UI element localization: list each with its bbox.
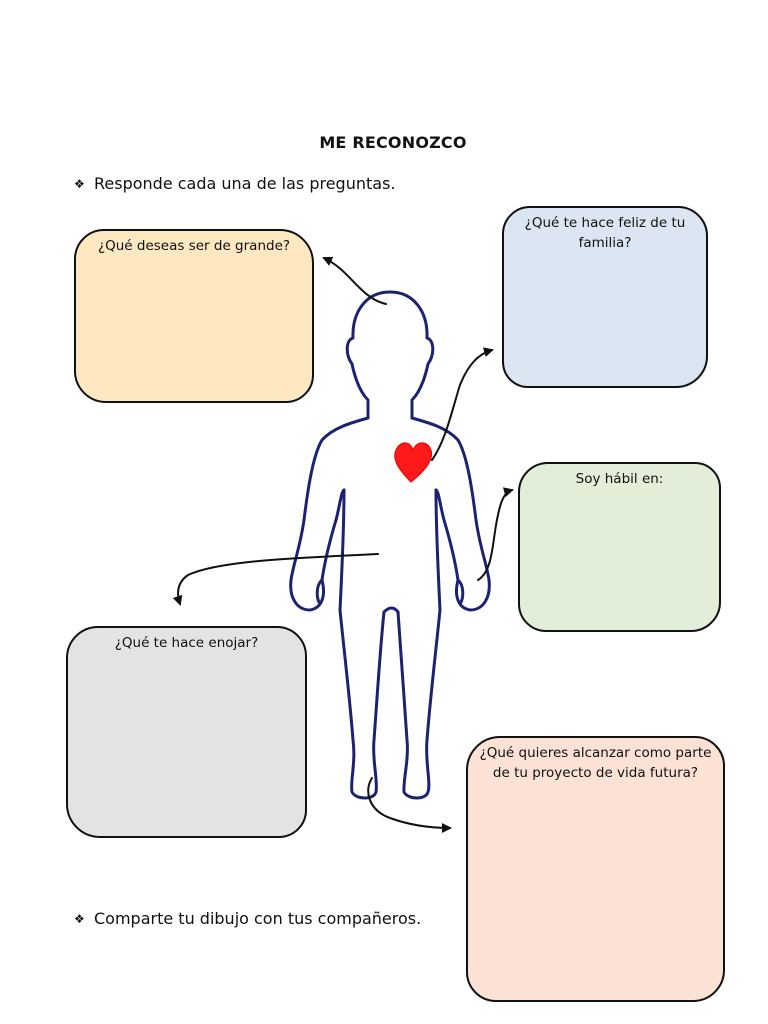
box-question: ¿Qué te hace enojar? <box>114 635 259 651</box>
answer-box-skills[interactable]: Soy hábil en: <box>518 462 721 632</box>
closing-text: Comparte tu dibujo con tus compañeros. <box>94 909 422 928</box>
box-question: ¿Qué deseas ser de grande? <box>97 238 291 254</box>
answer-box-life-project[interactable]: ¿Qué quieres alcanzar como parte de tu p… <box>466 736 725 1002</box>
answer-box-future-career[interactable]: ¿Qué deseas ser de grande? <box>74 229 314 403</box>
arrow-torso-to-anger-box <box>172 553 379 606</box>
answer-box-anger[interactable]: ¿Qué te hace enojar? <box>66 626 307 838</box>
child-body-outline-icon <box>289 290 491 800</box>
box-question: ¿Qué quieres alcanzar como parte de tu p… <box>479 745 712 781</box>
page-title: ME RECONOZCO <box>319 133 467 152</box>
closing-line: ❖ Comparte tu dibujo con tus compañeros. <box>74 909 421 928</box>
box-question: Soy hábil en: <box>575 471 664 487</box>
arrow-leg-to-project-box <box>367 777 452 833</box>
diamond-bullet-icon: ❖ <box>74 176 85 191</box>
arrow-hand-to-skills-box <box>477 487 514 581</box>
arrow-heart-to-family-box <box>431 347 494 461</box>
arrow-head-to-future-box <box>322 256 387 305</box>
heart-icon <box>394 442 433 483</box>
answer-box-family-happiness[interactable]: ¿Qué te hace feliz de tu familia? <box>502 206 708 388</box>
box-question: ¿Qué te hace feliz de tu familia? <box>524 215 686 251</box>
instruction-line: ❖ Responde cada una de las preguntas. <box>74 174 396 193</box>
instruction-text: Responde cada una de las preguntas. <box>94 174 396 193</box>
diamond-bullet-icon: ❖ <box>74 911 85 926</box>
